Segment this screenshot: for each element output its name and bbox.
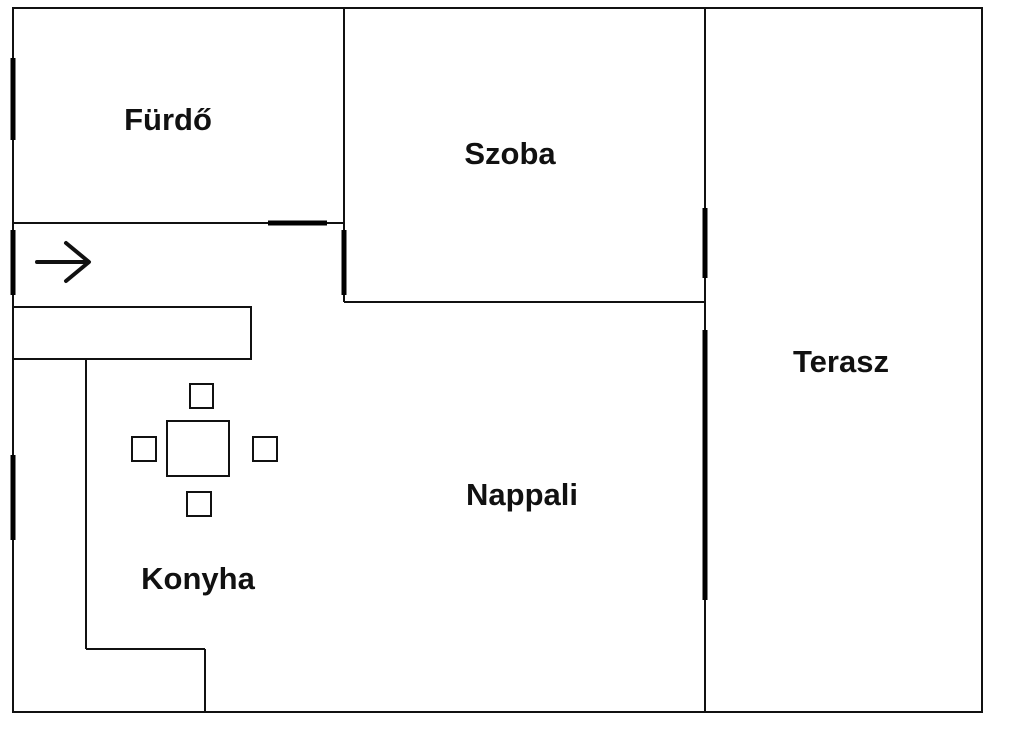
room-label-living-room: Nappali [466,477,578,512]
room-label-bedroom: Szoba [464,136,556,171]
dining-table-icon [131,383,278,517]
arrow-right-icon [35,241,91,283]
room-label-kitchen: Konyha [141,561,255,596]
chair-left [131,436,157,462]
room-label-terrace: Terasz [793,344,889,379]
room-label-bathroom: Fürdő [124,102,212,137]
hall-counter [12,306,252,360]
table [166,420,230,477]
chair-bottom [186,491,212,517]
chair-top [189,383,214,409]
chair-right [252,436,278,462]
